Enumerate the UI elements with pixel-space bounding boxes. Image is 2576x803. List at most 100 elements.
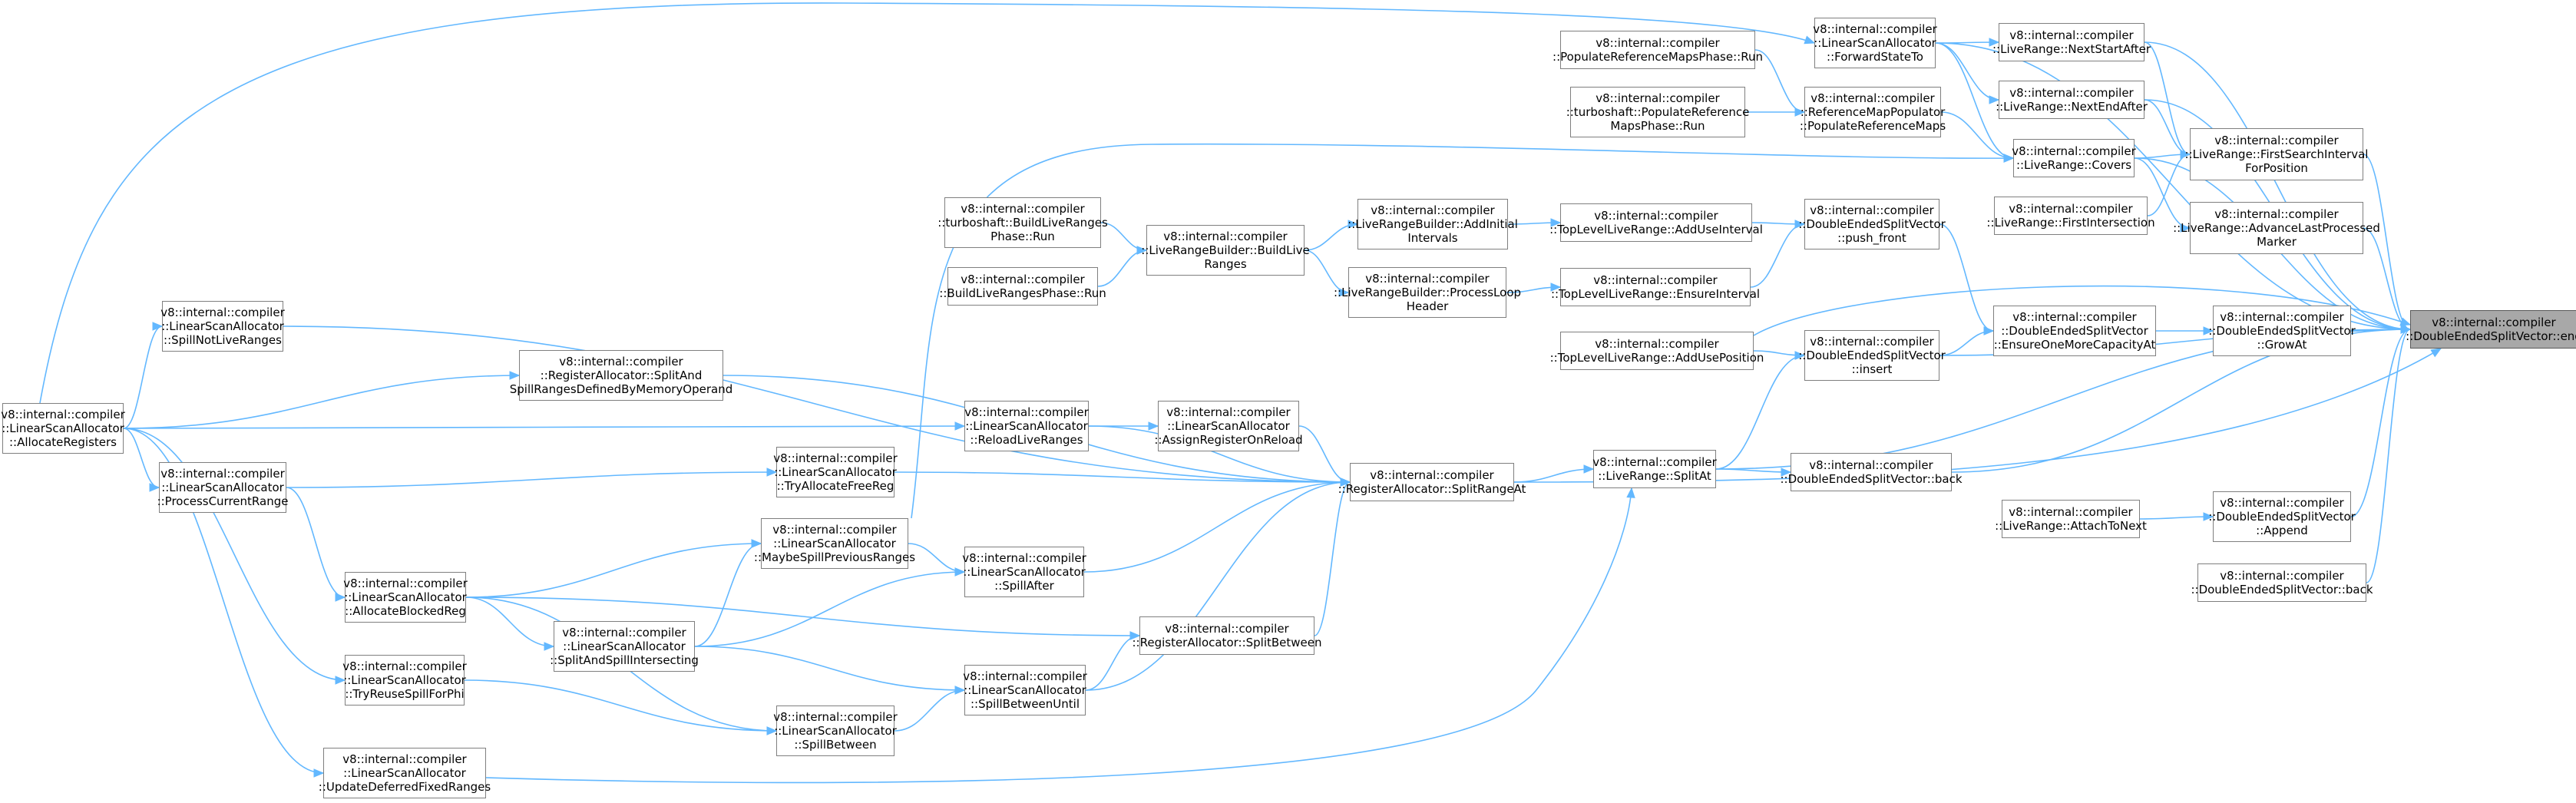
edge-maybeSpillPrevious-to-spillAfter <box>908 543 965 573</box>
node-label-line: v8::internal::compiler <box>160 467 285 481</box>
node-label-line: v8::internal::compiler <box>1166 405 1291 419</box>
node-split-and-spill-ranges[interactable]: v8::internal::compiler::RegisterAllocato… <box>510 350 732 401</box>
node-spill-between[interactable]: v8::internal::compiler::LinearScanAlloca… <box>773 706 898 756</box>
node-label-line: v8::internal::compiler <box>562 626 686 639</box>
node-append[interactable]: v8::internal::compiler::DoubleEndedSplit… <box>2208 491 2356 542</box>
node-label-line: v8::internal::compiler <box>961 202 1085 216</box>
node-spill-after[interactable]: v8::internal::compiler::LinearScanAlloca… <box>962 547 1086 597</box>
node-push-front[interactable]: v8::internal::compiler::DoubleEndedSplit… <box>1798 199 1946 249</box>
edge-arrowhead <box>1338 288 1350 297</box>
node-assign-reg-on-reload[interactable]: v8::internal::compiler::LinearScanAlloca… <box>1154 401 1303 451</box>
node-label-line: ::LiveRange::NextEndAfter <box>1996 100 2148 114</box>
node-ref-map-populator[interactable]: v8::internal::compiler::ReferenceMapPopu… <box>1800 87 1946 137</box>
node-process-current-range[interactable]: v8::internal::compiler::LinearScanAlloca… <box>157 462 288 513</box>
node-insert[interactable]: v8::internal::compiler::DoubleEndedSplit… <box>1798 330 1946 381</box>
node-label-line: MapsPhase::Run <box>1610 119 1705 133</box>
node-split-range-at[interactable]: v8::internal::compiler::RegisterAllocato… <box>1338 463 1526 501</box>
node-label-line: ::DoubleEndedSplitVector <box>1798 349 1946 362</box>
node-attach-to-next[interactable]: v8::internal::compiler::LiveRange::Attac… <box>1995 500 2147 538</box>
edge-arrowhead <box>954 421 966 431</box>
node-label-line: Intervals <box>1407 231 1458 245</box>
node-ensure-interval[interactable]: v8::internal::compiler::TopLevelLiveRang… <box>1551 268 1760 306</box>
node-label-line: v8::internal::compiler <box>2012 310 2137 324</box>
node-label-line: ::DoubleEndedSplitVector::back <box>1780 472 1963 486</box>
node-first-search[interactable]: v8::internal::compiler::LiveRange::First… <box>2185 128 2368 180</box>
node-try-allocate-free-reg[interactable]: v8::internal::compiler::LinearScanAlloca… <box>773 447 898 497</box>
edge-arrowhead <box>1626 487 1635 498</box>
node-label-line: ::LinearScanAllocator <box>964 683 1086 697</box>
node-next-start-after[interactable]: v8::internal::compiler::LiveRange::NextS… <box>1992 23 2151 61</box>
edge-arrowhead <box>766 726 778 735</box>
edge-spillAfter-to-splitRangeAt <box>1083 481 1351 573</box>
edge-allocateRegisters-to-spillNotLiveRanges <box>123 325 163 429</box>
edge-nextStartAfter-to-firstSearch <box>2144 41 2191 155</box>
node-covers[interactable]: v8::internal::compiler::LiveRange::Cover… <box>2012 139 2136 177</box>
node-maybe-spill-previous[interactable]: v8::internal::compiler::LinearScanAlloca… <box>754 518 915 569</box>
node-try-reuse-spill[interactable]: v8::internal::compiler::LinearScanAlloca… <box>342 655 467 706</box>
node-allocate-registers[interactable]: v8::internal::compiler::LinearScanAlloca… <box>1 403 125 454</box>
node-end: v8::internal::compiler::DoubleEndedSplit… <box>2406 310 2576 349</box>
node-process-loop-header[interactable]: v8::internal::compiler::LiveRangeBuilder… <box>1334 267 1521 318</box>
node-first-intersection[interactable]: v8::internal::compiler::LiveRange::First… <box>1986 197 2155 235</box>
node-label-line: ::DoubleEndedSplitVector::back <box>2191 583 2373 596</box>
edge-buildLiveRangesPhase-to-buildLiveRanges <box>1097 249 1147 287</box>
edge-processCurrentRange-to-tryAllocateFreeReg <box>286 471 777 488</box>
node-label-line: v8::internal::compiler <box>773 451 898 465</box>
node-allocate-blocked-reg[interactable]: v8::internal::compiler::LinearScanAlloca… <box>343 572 468 623</box>
node-add-initial-intervals[interactable]: v8::internal::compiler::LiveRangeBuilder… <box>1348 199 1518 249</box>
node-update-deferred[interactable]: v8::internal::compiler::LinearScanAlloca… <box>319 748 491 798</box>
node-ts-populate[interactable]: v8::internal::compiler::turboshaft::Popu… <box>1566 87 1749 137</box>
edge-arrowhead <box>1129 631 1141 640</box>
node-label-line: ::AllocateBlockedReg <box>345 604 466 618</box>
node-ts-build-live-ranges[interactable]: v8::internal::compiler::turboshaft::Buil… <box>937 197 1108 248</box>
edge-splitAt-to-insert <box>1715 355 1805 470</box>
node-advance-last[interactable]: v8::internal::compiler::LiveRange::Advan… <box>2173 202 2380 254</box>
edge-arrowhead <box>2400 325 2412 334</box>
node-label-line: Ranges <box>1204 257 1247 271</box>
edge-splitAndSpillIntersecting-to-spillBetweenUntil <box>694 646 965 691</box>
node-label-line: ::RegisterAllocator::SplitBetween <box>1132 636 1322 649</box>
edge-allocateBlockedReg-to-splitAndSpillIntersecting <box>465 596 554 647</box>
edge-arrowhead <box>766 468 778 477</box>
node-split-between[interactable]: v8::internal::compiler::RegisterAllocato… <box>1132 616 1322 655</box>
node-label-line: ::DoubleEndedSplitVector <box>2001 324 2148 338</box>
node-populate-phase[interactable]: v8::internal::compiler::PopulateReferenc… <box>1553 31 1763 69</box>
node-label-line: Header <box>1406 299 1449 313</box>
node-next-end-after[interactable]: v8::internal::compiler::LiveRange::NextE… <box>1996 81 2148 119</box>
node-label-line: ::SpillBetweenUntil <box>971 697 1080 711</box>
edge-splitBetween-to-splitRangeAt <box>1314 481 1351 636</box>
edge-arrowhead <box>1989 38 2000 47</box>
node-back1[interactable]: v8::internal::compiler::DoubleEndedSplit… <box>1780 453 1963 491</box>
edge-forwardState-to-covers <box>1935 42 2014 159</box>
node-ensure-one-more[interactable]: v8::internal::compiler::DoubleEndedSplit… <box>1993 306 2156 356</box>
node-label-line: v8::internal::compiler <box>2214 134 2339 147</box>
edge-arrowhead <box>1794 107 1806 117</box>
node-forward-state[interactable]: v8::internal::compiler::LinearScanAlloca… <box>1813 18 1937 68</box>
node-spill-between-until[interactable]: v8::internal::compiler::LinearScanAlloca… <box>963 665 1087 715</box>
node-split-at[interactable]: v8::internal::compiler::LiveRange::Split… <box>1592 450 1717 488</box>
edge-allocateBlockedReg-to-splitBetween <box>465 596 1140 636</box>
node-build-live-ranges[interactable]: v8::internal::compiler::LiveRangeBuilder… <box>1141 225 1310 276</box>
node-split-and-spill-intersecting[interactable]: v8::internal::compiler::LinearScanAlloca… <box>550 621 699 672</box>
node-reload-live-ranges[interactable]: v8::internal::compiler::LinearScanAlloca… <box>964 401 1089 451</box>
node-label-line: v8::internal::compiler <box>2009 86 2134 100</box>
edge-arrowhead <box>152 322 164 331</box>
node-label-line: ::TopLevelLiveRange::AddUseInterval <box>1549 223 1763 236</box>
node-grow-at[interactable]: v8::internal::compiler::DoubleEndedSplit… <box>2208 306 2356 356</box>
node-label-line: v8::internal::compiler <box>773 710 898 724</box>
node-label-line: ::LinearScanAllocator <box>343 766 466 780</box>
edge-addUsePosition-to-end <box>1753 285 2411 336</box>
node-back2[interactable]: v8::internal::compiler::DoubleEndedSplit… <box>2191 563 2373 602</box>
node-label-line: v8::internal::compiler <box>2012 144 2136 158</box>
node-label-line: ::PopulateReferenceMaps <box>1799 119 1946 133</box>
edge-arrowhead <box>1136 246 1148 255</box>
node-label-line: ::push_front <box>1837 231 1906 245</box>
node-label-line: ::LiveRangeBuilder::BuildLive <box>1141 243 1310 257</box>
node-spill-not-live-ranges[interactable]: v8::internal::compiler::LinearScanAlloca… <box>160 301 285 352</box>
edge-arrowhead <box>2430 348 2442 358</box>
node-add-use-position[interactable]: v8::internal::compiler::TopLevelLiveRang… <box>1550 332 1764 370</box>
edge-arrowhead <box>2180 150 2191 159</box>
node-add-use-interval[interactable]: v8::internal::compiler::TopLevelLiveRang… <box>1549 203 1763 242</box>
node-label-line: ::LinearScanAllocator <box>1814 36 1936 50</box>
node-build-live-ranges-phase[interactable]: v8::internal::compiler::BuildLiveRangesP… <box>939 267 1106 306</box>
